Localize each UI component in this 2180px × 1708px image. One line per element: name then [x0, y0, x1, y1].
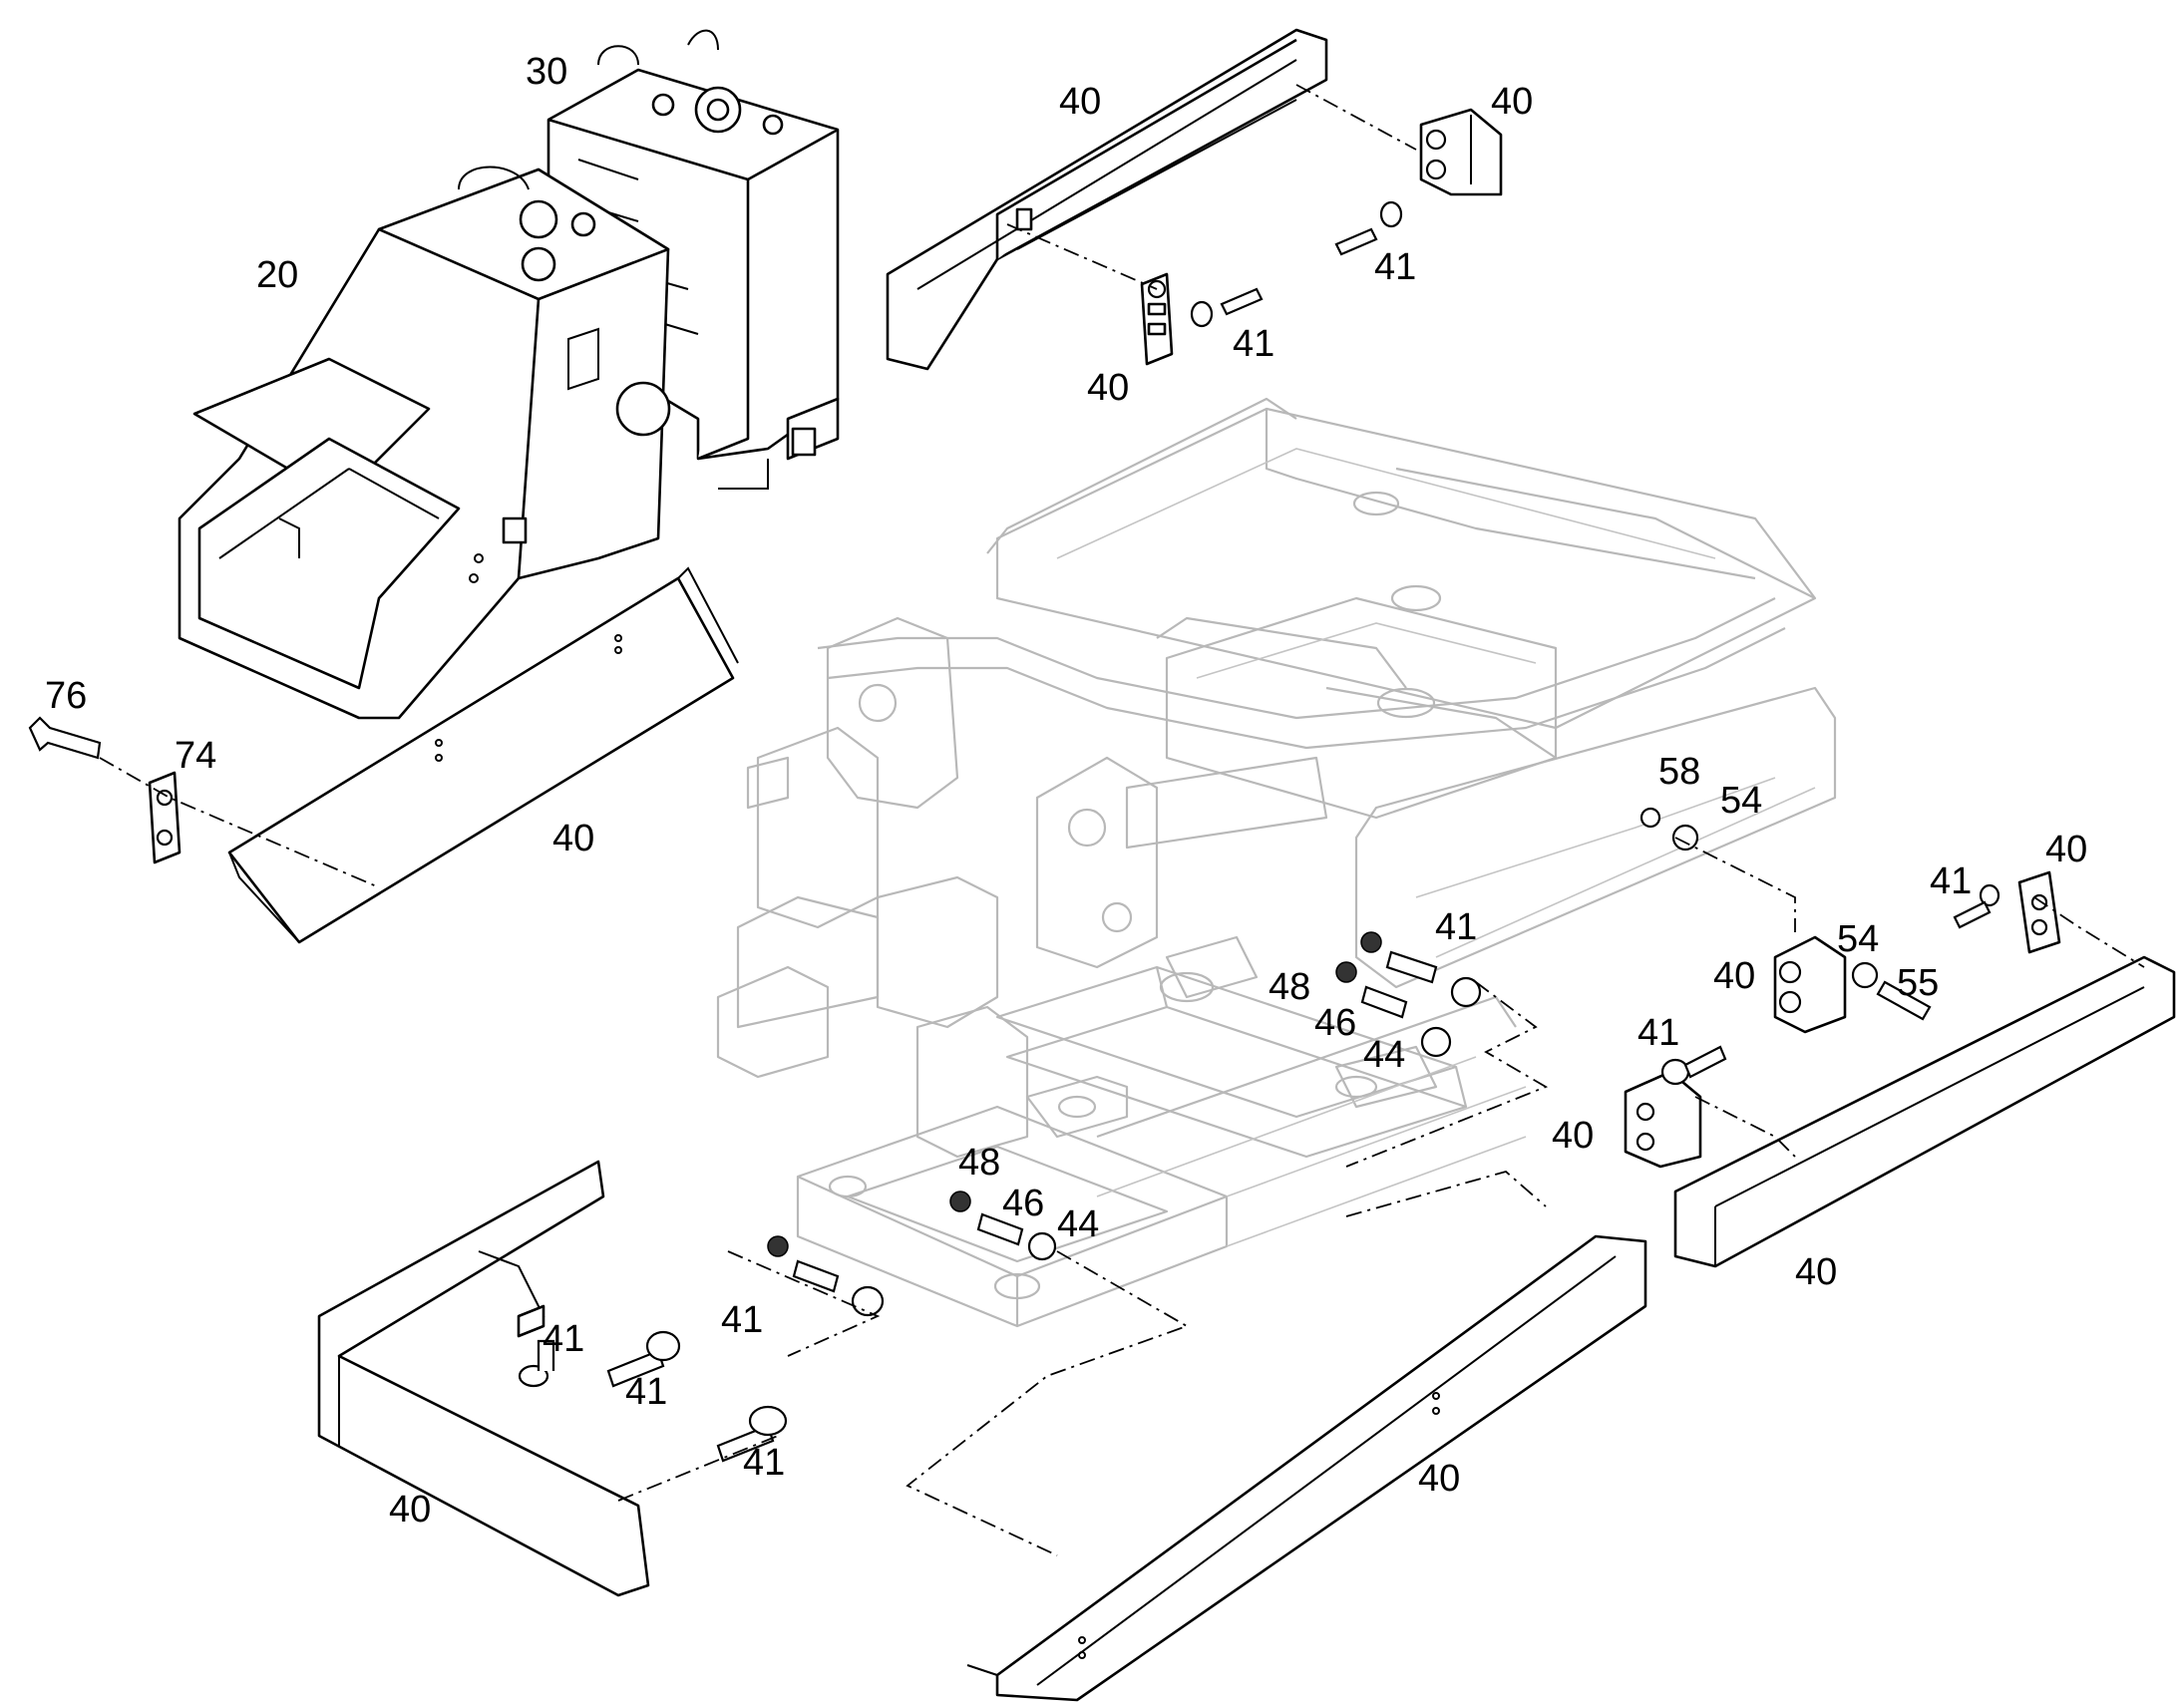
callout-label: 41	[1233, 323, 1274, 365]
callout-label: 41	[1637, 1012, 1679, 1054]
callout-label: 20	[256, 254, 298, 296]
callout-label: 46	[1314, 1002, 1356, 1044]
bracket-top-mid-40	[1140, 272, 1174, 366]
callout-label: 46	[1002, 1183, 1044, 1224]
callout-label: 41	[1930, 860, 1972, 902]
callout-label: 40	[1491, 81, 1533, 123]
callout-label: 48	[1269, 966, 1310, 1008]
bracket-right-40	[1624, 870, 2061, 1169]
callout-label: 54	[1837, 918, 1879, 960]
hardware-center-stack-upper	[1335, 931, 1482, 1058]
bracket-top-right-40	[1419, 108, 1503, 196]
cover-top-40	[886, 28, 1328, 371]
callout-label: 40	[1418, 1458, 1460, 1500]
hardware-bottom-left	[518, 1330, 788, 1463]
callout-label: 40	[552, 818, 594, 859]
cover-left-40	[227, 566, 739, 944]
callout-label: 41	[625, 1371, 667, 1413]
callout-label: 58	[1658, 751, 1700, 793]
callout-label: 54	[1720, 780, 1762, 822]
callout-label: 44	[1363, 1034, 1405, 1076]
callout-label: 40	[1059, 81, 1101, 123]
main-frame	[716, 397, 1837, 1328]
callout-label: 74	[175, 735, 216, 777]
fuel-tank-part-20	[178, 166, 671, 720]
callout-label: 55	[1897, 962, 1939, 1004]
callout-label: 41	[1435, 906, 1477, 948]
callout-label: 40	[2045, 829, 2087, 870]
hardware-center-stack-lower	[767, 1191, 1057, 1317]
callout-label: 76	[45, 675, 87, 717]
callout-label: 40	[1795, 1251, 1837, 1293]
callout-label: 40	[1087, 367, 1129, 409]
callout-labels: 30 20 40 40 41 41 40 76 74 40 58 54 40 4…	[45, 51, 2087, 1531]
callout-label: 30	[526, 51, 567, 93]
cover-bottom-center-40	[966, 1234, 1647, 1702]
cover-bottom-left-40	[317, 1160, 650, 1597]
leader-lines	[99, 84, 2145, 1556]
callout-label: 41	[1374, 246, 1416, 288]
hardware-top	[1190, 200, 1403, 328]
callout-label: 40	[1552, 1115, 1594, 1157]
callout-label: 41	[743, 1442, 785, 1484]
callout-label: 44	[1057, 1203, 1099, 1245]
callout-label: 40	[1713, 955, 1755, 997]
callout-label: 40	[389, 1489, 431, 1531]
callout-label: 48	[958, 1142, 1000, 1184]
plate-74-bolt-76	[28, 716, 182, 864]
callout-label: 41	[543, 1318, 584, 1360]
cover-right-40	[1673, 955, 2176, 1268]
hardware-right	[1639, 807, 2000, 1086]
callout-label: 41	[721, 1299, 763, 1341]
